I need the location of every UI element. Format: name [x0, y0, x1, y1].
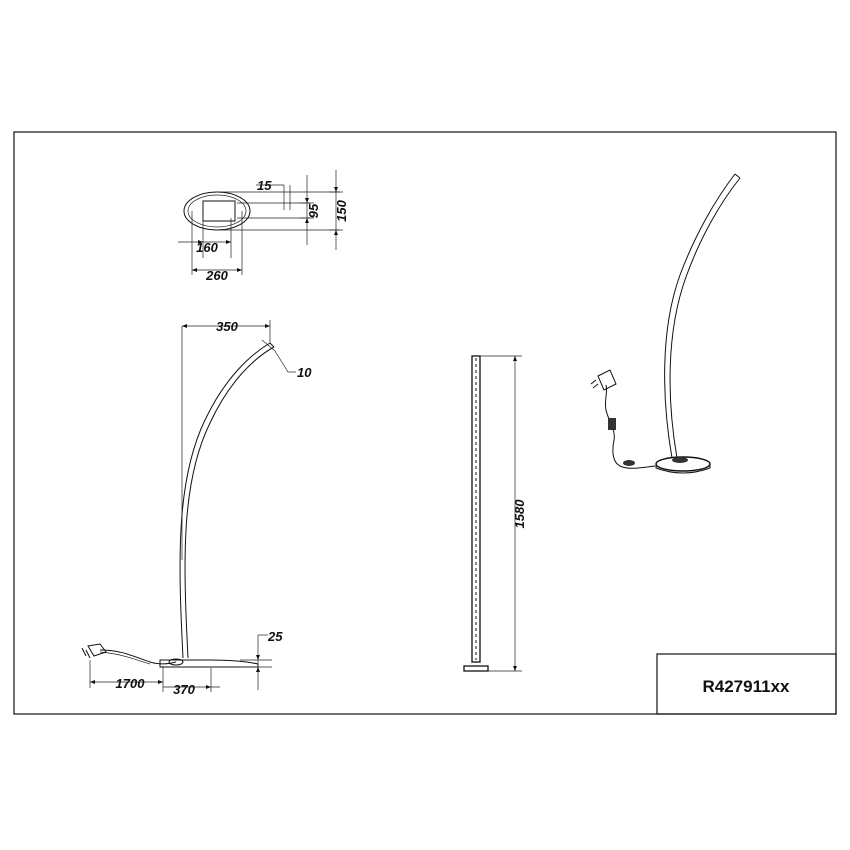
front-pole: [471, 355, 481, 663]
dim-cable-length: 1700: [116, 676, 146, 691]
dim-head-length: 260: [205, 268, 228, 283]
front-base: [463, 665, 489, 672]
perspective-cable: [604, 384, 656, 469]
dim-base-diameter: 370: [173, 682, 195, 697]
dim-reach: 350: [216, 319, 238, 334]
dim-head-thickness: 95: [306, 203, 321, 218]
dim-base-height: 25: [267, 629, 283, 644]
dim-head-height: 150: [334, 199, 349, 221]
perspective-view: [590, 173, 741, 474]
title-block: R427911xx: [656, 653, 837, 715]
arc-arm: [179, 342, 271, 659]
title-block-box: [656, 653, 837, 715]
side-base: [159, 659, 259, 668]
dim-head-inner: 160: [196, 240, 218, 255]
head-panel: [202, 200, 236, 222]
front-view: 1580: [463, 355, 527, 672]
drawing-frame: [13, 131, 837, 715]
head-inner-outline: [187, 194, 247, 228]
power-plug: [87, 643, 107, 657]
perspective-plug: [597, 369, 617, 391]
side-view: 350 10 25 1700 370: [81, 319, 312, 697]
perspective-arm: [664, 173, 736, 459]
head-outline: [183, 191, 251, 231]
perspective-switch: [623, 460, 635, 466]
model-number: R427911xx: [703, 677, 791, 696]
dim-arm-thickness: 10: [297, 365, 312, 380]
perspective-inline-box: [608, 418, 616, 430]
power-cable: [99, 649, 177, 665]
dim-total-height: 1580: [512, 499, 527, 529]
dim-head-offset: 15: [257, 178, 272, 193]
head-top-view: 15 95 150 160 260: [178, 170, 349, 283]
foot-switch: [168, 658, 184, 666]
